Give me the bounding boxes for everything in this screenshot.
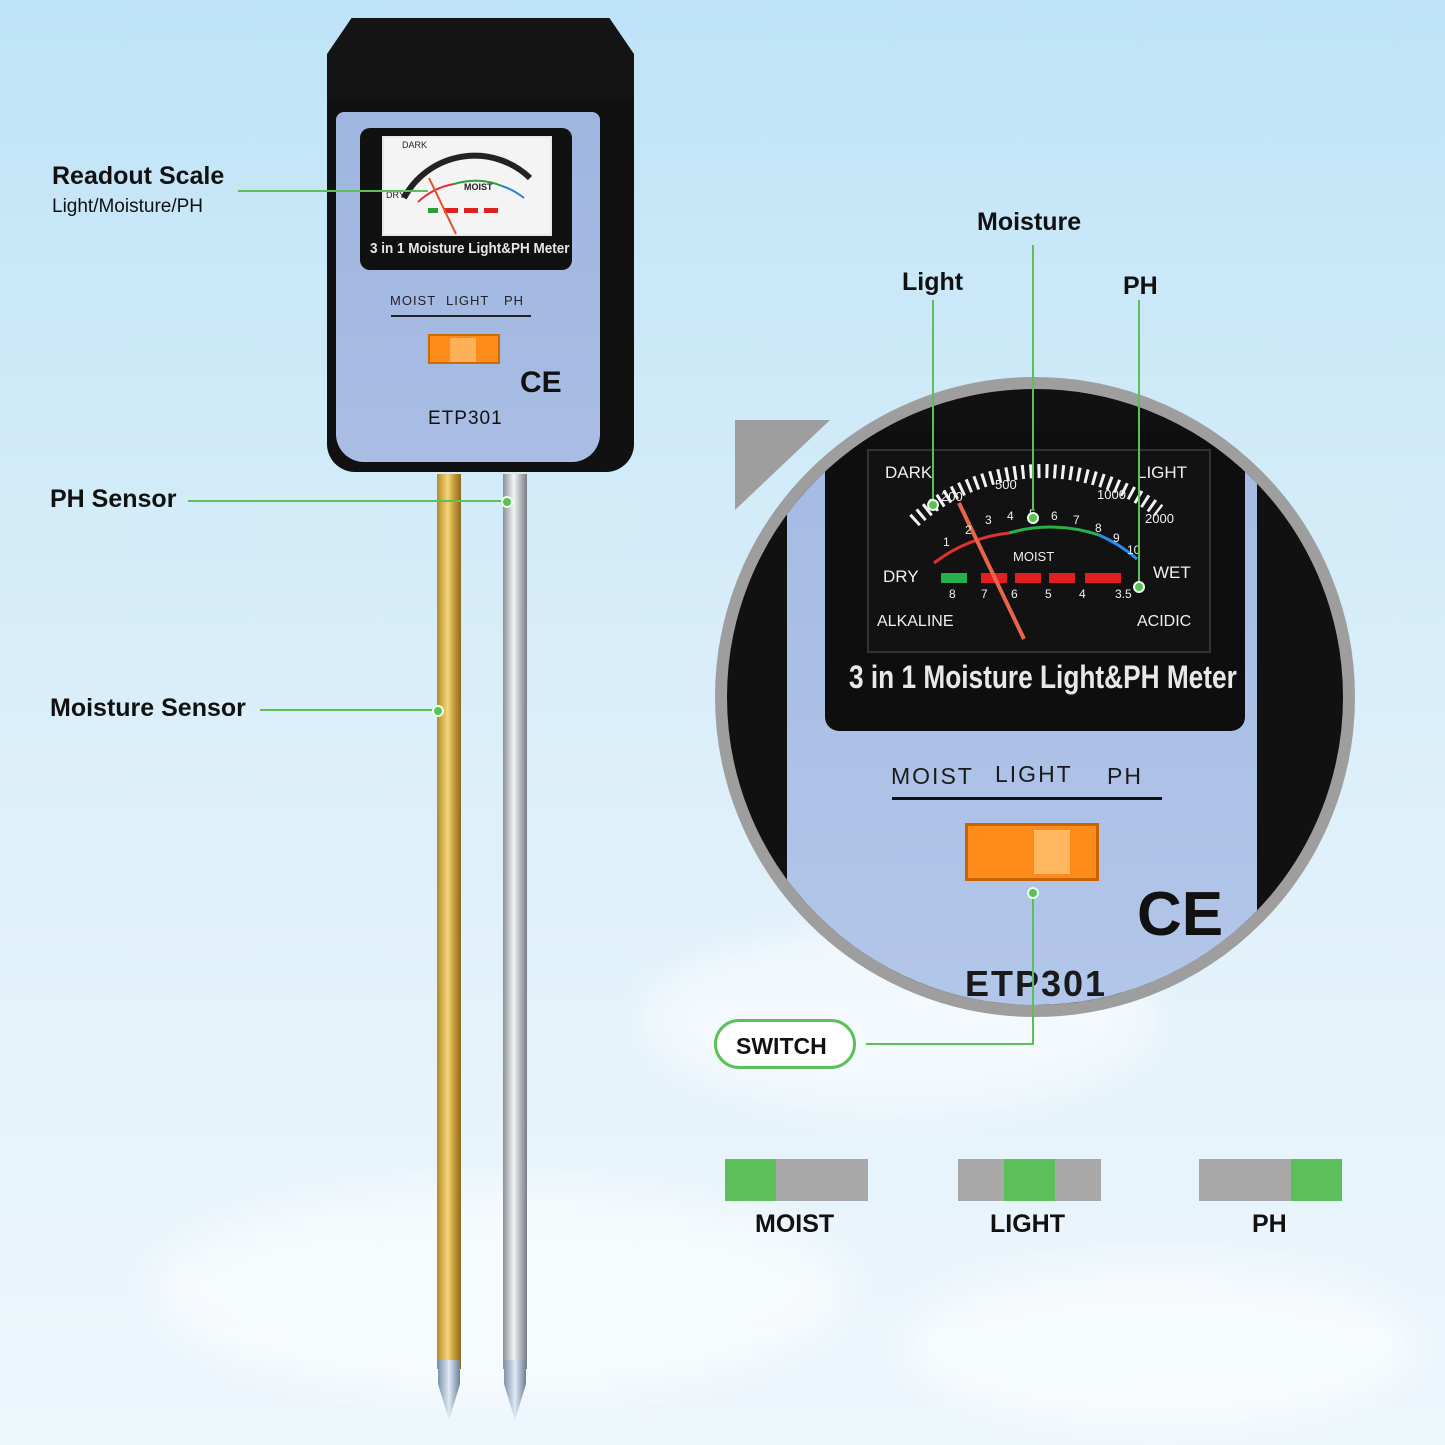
light-callout-line [932,300,934,500]
moisture-sensor-dot [432,705,444,717]
zoom-detail: DARK LIGHT DRY WET MOIST ALKALINE ACIDIC… [715,377,1355,1017]
switch-label-moist: MOIST [390,293,437,308]
zoom-dial: DARK LIGHT DRY WET MOIST ALKALINE ACIDIC… [867,449,1211,653]
meter-dial: DARK DRY MOIST [382,136,552,236]
light-scale-tick: 2000 [1145,511,1174,526]
ph-sensor-callout-line [188,500,506,502]
dial-dark-label: DARK [402,140,428,150]
switch-callout-horizontal [866,1043,1034,1045]
ph-sensor-probe [503,474,527,1369]
legend-light-label: LIGHT [990,1210,1065,1238]
switch-label-light: LIGHT [446,293,490,308]
zoom-switch-track [892,797,1162,800]
moist-scale-tick: 2 [965,523,972,537]
zoom-panel-title: 3 in 1 Moisture Light&PH Meter [849,659,1237,695]
ph-sensor-label: PH Sensor [50,485,177,513]
moisture-sensor-label: Moisture Sensor [50,694,246,722]
switch-track [391,315,531,317]
readout-callout-line [238,190,428,192]
light-scale-tick: 1000 [1097,487,1126,502]
ph-scale-tick: 7 [981,587,988,601]
legend-ph-bar [1199,1159,1342,1201]
mode-switch[interactable] [428,334,500,364]
ph-probe-tip [504,1360,526,1420]
zoom-acidic-label: ACIDIC [1137,613,1192,630]
zoom-dry-label: DRY [883,567,919,586]
zoom-switch-label-ph: PH [1107,763,1143,789]
panel-title: 3 in 1 Moisture Light&PH Meter [370,240,570,257]
ph-scale-tick: 8 [949,587,956,601]
moist-scale-tick: 1 [943,535,950,549]
zoom-dark-label: DARK [885,463,933,482]
zoom-moist-label: MOIST [1013,549,1055,564]
zoom-switch-label-moist: MOIST [891,763,974,789]
switch-callout-vertical [1032,892,1034,1044]
zoom-model-label: ETP301 [965,963,1108,1004]
ph-callout-dot [1133,581,1145,593]
light-scale-tick: 500 [995,477,1017,492]
moist-scale-tick: 3 [985,513,992,527]
zoom-mode-switch[interactable] [965,823,1099,881]
zoom-dial-graphic [909,464,1164,640]
zoom-switch-label-light: LIGHT [995,761,1073,787]
legend-moist-label: MOIST [755,1210,835,1238]
moisture-callout-label: Moisture [977,208,1082,236]
legend-light-bar [958,1159,1101,1201]
moist-scale-tick: 9 [1113,531,1120,545]
legend-segment [958,1159,1004,1201]
moisture-probe-tip [438,1360,460,1420]
readout-scale-title: Readout Scale [52,162,225,190]
legend-segment [725,1159,776,1201]
moist-scale-tick: 8 [1095,521,1102,535]
moisture-sensor-callout-line [260,709,438,711]
moisture-sensor-probe [437,474,461,1369]
zoom-ce-mark: CE [1137,880,1224,949]
meter-dial-graphic [401,152,533,235]
zoom-light-label: LIGHT [1137,463,1188,482]
dial-moist-label: MOIST [464,182,493,192]
readout-scale-subtitle: Light/Moisture/PH [52,196,204,217]
legend-segment [776,1159,868,1201]
cloud [900,1260,1420,1430]
switch-callout-dot [1027,887,1039,899]
legend-segment [1004,1159,1055,1201]
switch-callout-pill: SWITCH [714,1019,856,1069]
ph-scale-tick: 5 [1045,587,1052,601]
ph-scale-tick: 4 [1079,587,1086,601]
model-label: ETP301 [428,408,503,429]
legend-moist-bar [725,1159,868,1201]
dial-dry-label: DRY [386,190,405,200]
moist-scale-tick: 6 [1051,509,1058,523]
moisture-callout-dot [1027,512,1039,524]
legend-segment [1199,1159,1291,1201]
light-callout-dot [927,499,939,511]
ph-scale-tick: 6 [1011,587,1018,601]
moist-scale-tick: 10 [1127,543,1141,557]
legend-ph-label: PH [1252,1210,1287,1238]
ce-mark: CE [520,366,562,399]
light-callout-label: Light [902,268,964,296]
ph-callout-line [1138,300,1140,585]
legend-segment [1055,1159,1101,1201]
ph-scale-tick: 3.5 [1115,587,1132,601]
legend-segment [1291,1159,1342,1201]
ph-sensor-dot [501,496,513,508]
switch-callout-label: SWITCH [736,1033,827,1059]
moisture-callout-line [1032,245,1034,510]
ph-callout-label: PH [1123,272,1158,300]
moist-scale-tick: 7 [1073,513,1080,527]
moist-scale-tick: 4 [1007,509,1014,523]
cloud [150,1180,850,1400]
switch-label-ph: PH [504,293,525,308]
zoom-alkaline-label: ALKALINE [877,613,954,630]
zoom-wet-label: WET [1153,563,1191,582]
light-scale-tick: 200 [941,489,963,504]
meter-display-panel: DARK DRY MOIST 3 in 1 Moisture Light&PH … [360,128,572,270]
